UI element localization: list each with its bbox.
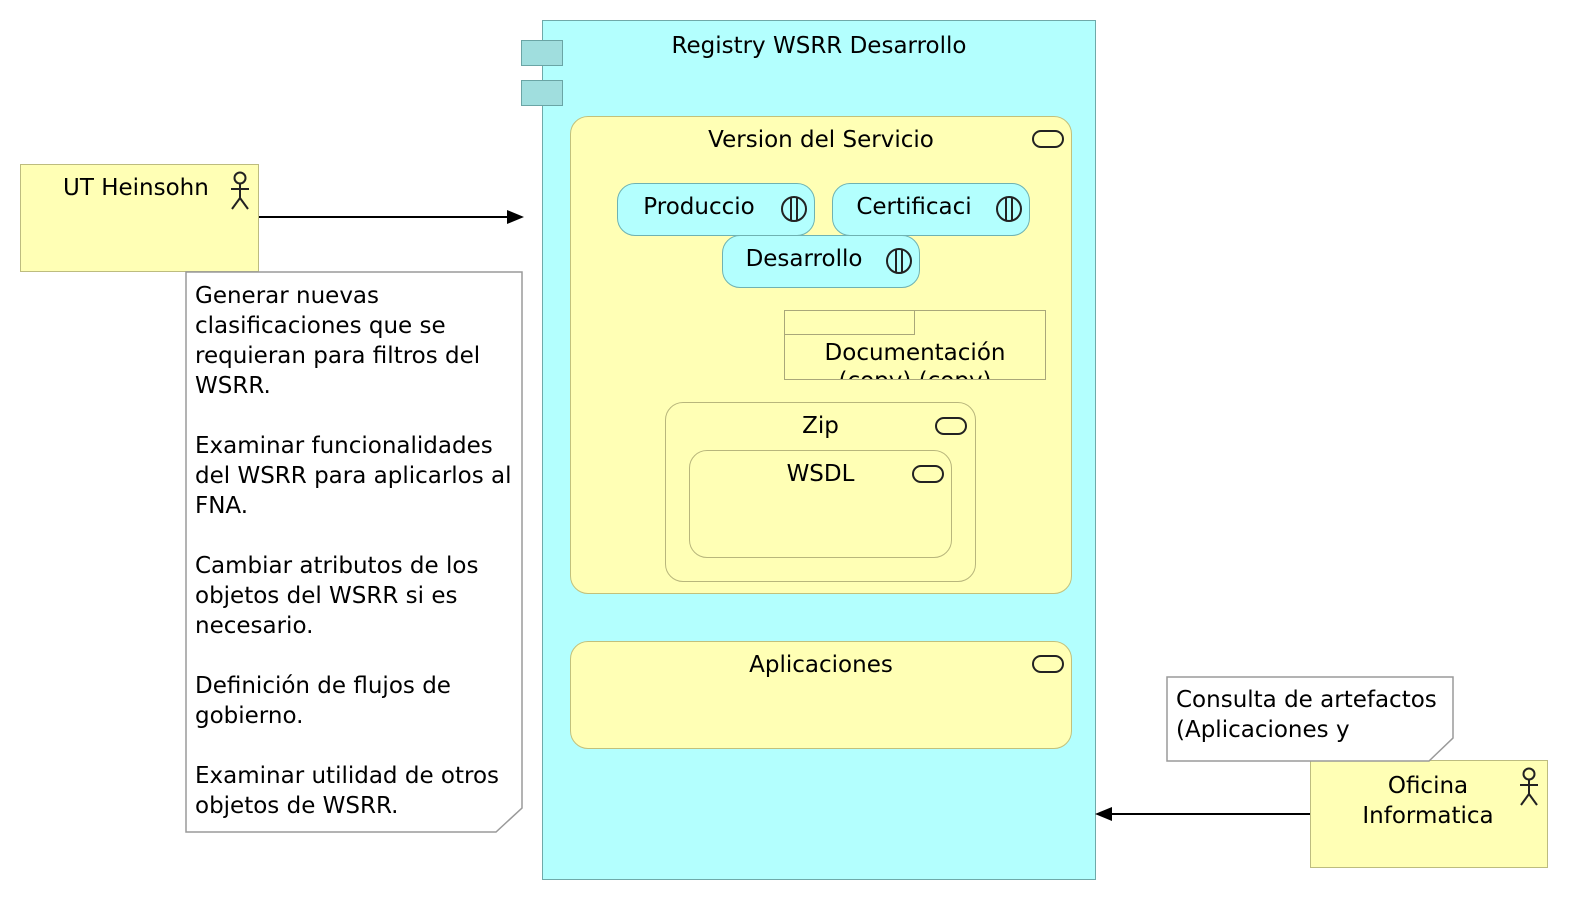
actor-icon — [1520, 767, 1538, 806]
note-right-text: Consulta de artefactos (Aplicaciones y — [1176, 687, 1437, 743]
interface-label: Certificaci — [856, 194, 972, 220]
interface-produccio[interactable]: Produccio — [617, 183, 815, 236]
note-left[interactable]: Generar nuevas clasificaciones que se re… — [185, 271, 524, 834]
interface-desarrollo[interactable]: Desarrollo — [722, 235, 920, 288]
note-right[interactable]: Consulta de artefactos (Aplicaciones y — [1166, 676, 1455, 762]
aplicaciones-label: Aplicaciones — [749, 652, 893, 678]
documentation-label: Documentación (copy) (copy) — [824, 340, 1006, 379]
actor-oficina-informatica[interactable]: Oficina Informatica — [1310, 760, 1548, 868]
version-service-label: Version del Servicio — [708, 127, 934, 153]
actor-icon — [231, 171, 249, 210]
note-left-text: Generar nuevas clasificaciones que se re… — [195, 283, 512, 819]
component-tab-top — [521, 40, 563, 66]
aplicaciones-box[interactable]: Aplicaciones — [570, 641, 1072, 749]
actor-ut-heinsohn[interactable]: UT Heinsohn — [20, 164, 259, 272]
interface-icon — [996, 196, 1022, 222]
representation-tab — [785, 311, 915, 335]
business-service-icon — [1032, 130, 1064, 148]
component-tab-bottom — [521, 80, 563, 106]
registry-label: Registry WSRR Desarrollo — [671, 33, 967, 59]
business-service-icon — [935, 417, 967, 435]
interface-icon — [886, 248, 912, 274]
note-left-shape — [185, 271, 523, 833]
documentation-representation[interactable]: Documentación (copy) (copy) — [784, 310, 1046, 380]
wsdl-box[interactable]: WSDL — [689, 450, 952, 558]
business-service-icon — [912, 465, 944, 483]
zip-label: Zip — [802, 413, 839, 439]
wsdl-label: WSDL — [786, 461, 855, 487]
interface-icon — [781, 196, 807, 222]
actor-label: Oficina Informatica — [1362, 773, 1494, 829]
business-service-icon — [1032, 655, 1064, 673]
arrow-ut-to-registry — [259, 210, 524, 224]
interface-label: Desarrollo — [745, 246, 863, 272]
note-right-shape — [1166, 676, 1454, 762]
interface-certificaci[interactable]: Certificaci — [832, 183, 1030, 236]
arrow-oficina-to-registry — [1095, 807, 1310, 821]
interface-label: Produccio — [643, 194, 755, 220]
actor-label: UT Heinsohn — [63, 175, 209, 201]
